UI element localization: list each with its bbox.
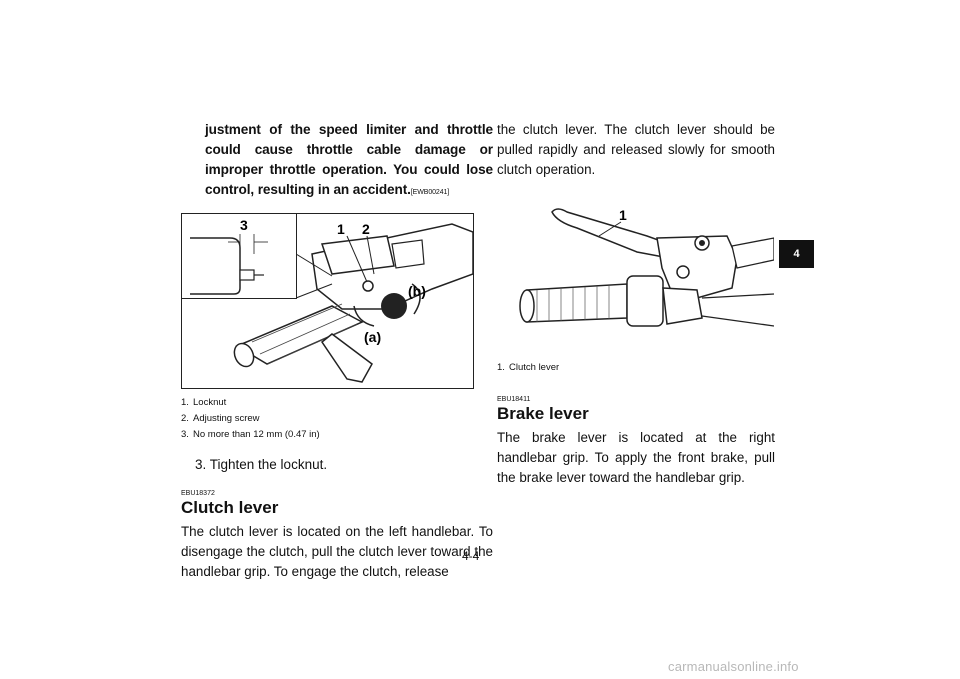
page-number: 4-4 (462, 549, 480, 563)
throttle-figure-captions: 1.Locknut 2.Adjusting screw 3.No more th… (181, 395, 493, 443)
left-column: justment of the speed limiter and thrott… (181, 120, 493, 582)
clutch-figure-captions: 1.Clutch lever (497, 360, 775, 376)
clutch-figure: 1 (497, 198, 774, 354)
label-b: (b) (408, 283, 426, 299)
warning-text: justment of the speed limiter and thrott… (205, 120, 493, 203)
label-a: (a) (364, 329, 381, 345)
brake-section-code: EBU18411 (497, 396, 531, 403)
clutch-paragraph-right: the clutch lever. The clutch lever shoul… (497, 122, 775, 177)
clutch-section-code: EBU18372 (181, 490, 215, 497)
clutch-illustration: 1 (519, 207, 774, 327)
caption-item: 1.Clutch lever (497, 362, 560, 373)
right-column: the clutch lever. The clutch lever shoul… (497, 120, 775, 488)
caption-item: 2.Adjusting screw (181, 413, 260, 424)
clutch-paragraph-left: The clutch lever is located on the left … (181, 524, 493, 579)
step-tighten-locknut: 3. Tighten the locknut. (195, 457, 328, 472)
brake-heading: Brake lever (497, 404, 589, 423)
watermark-text[interactable]: carmanualsonline.info (668, 659, 799, 674)
chapter-tab: 4 (779, 240, 814, 268)
label-1: 1 (337, 221, 345, 237)
label-2: 2 (362, 221, 370, 237)
clutch-heading: Clutch lever (181, 498, 279, 517)
label-3: 3 (240, 217, 248, 233)
warning-body: justment of the speed limiter and thrott… (205, 122, 493, 197)
throttle-figure: 1 2 (b) (a) 3 (181, 213, 474, 389)
throttle-illustration: 1 2 (b) (a) (233, 221, 473, 383)
inset-illustration: 3 (190, 217, 268, 295)
detail-inset: 3 (182, 214, 297, 299)
warning-code: [EWB00241] (410, 189, 450, 196)
caption-item: 3.No more than 12 mm (0.47 in) (181, 429, 320, 440)
label-1: 1 (619, 207, 627, 223)
caption-item: 1.Locknut (181, 397, 227, 408)
brake-paragraph: The brake lever is located at the right … (497, 430, 775, 485)
